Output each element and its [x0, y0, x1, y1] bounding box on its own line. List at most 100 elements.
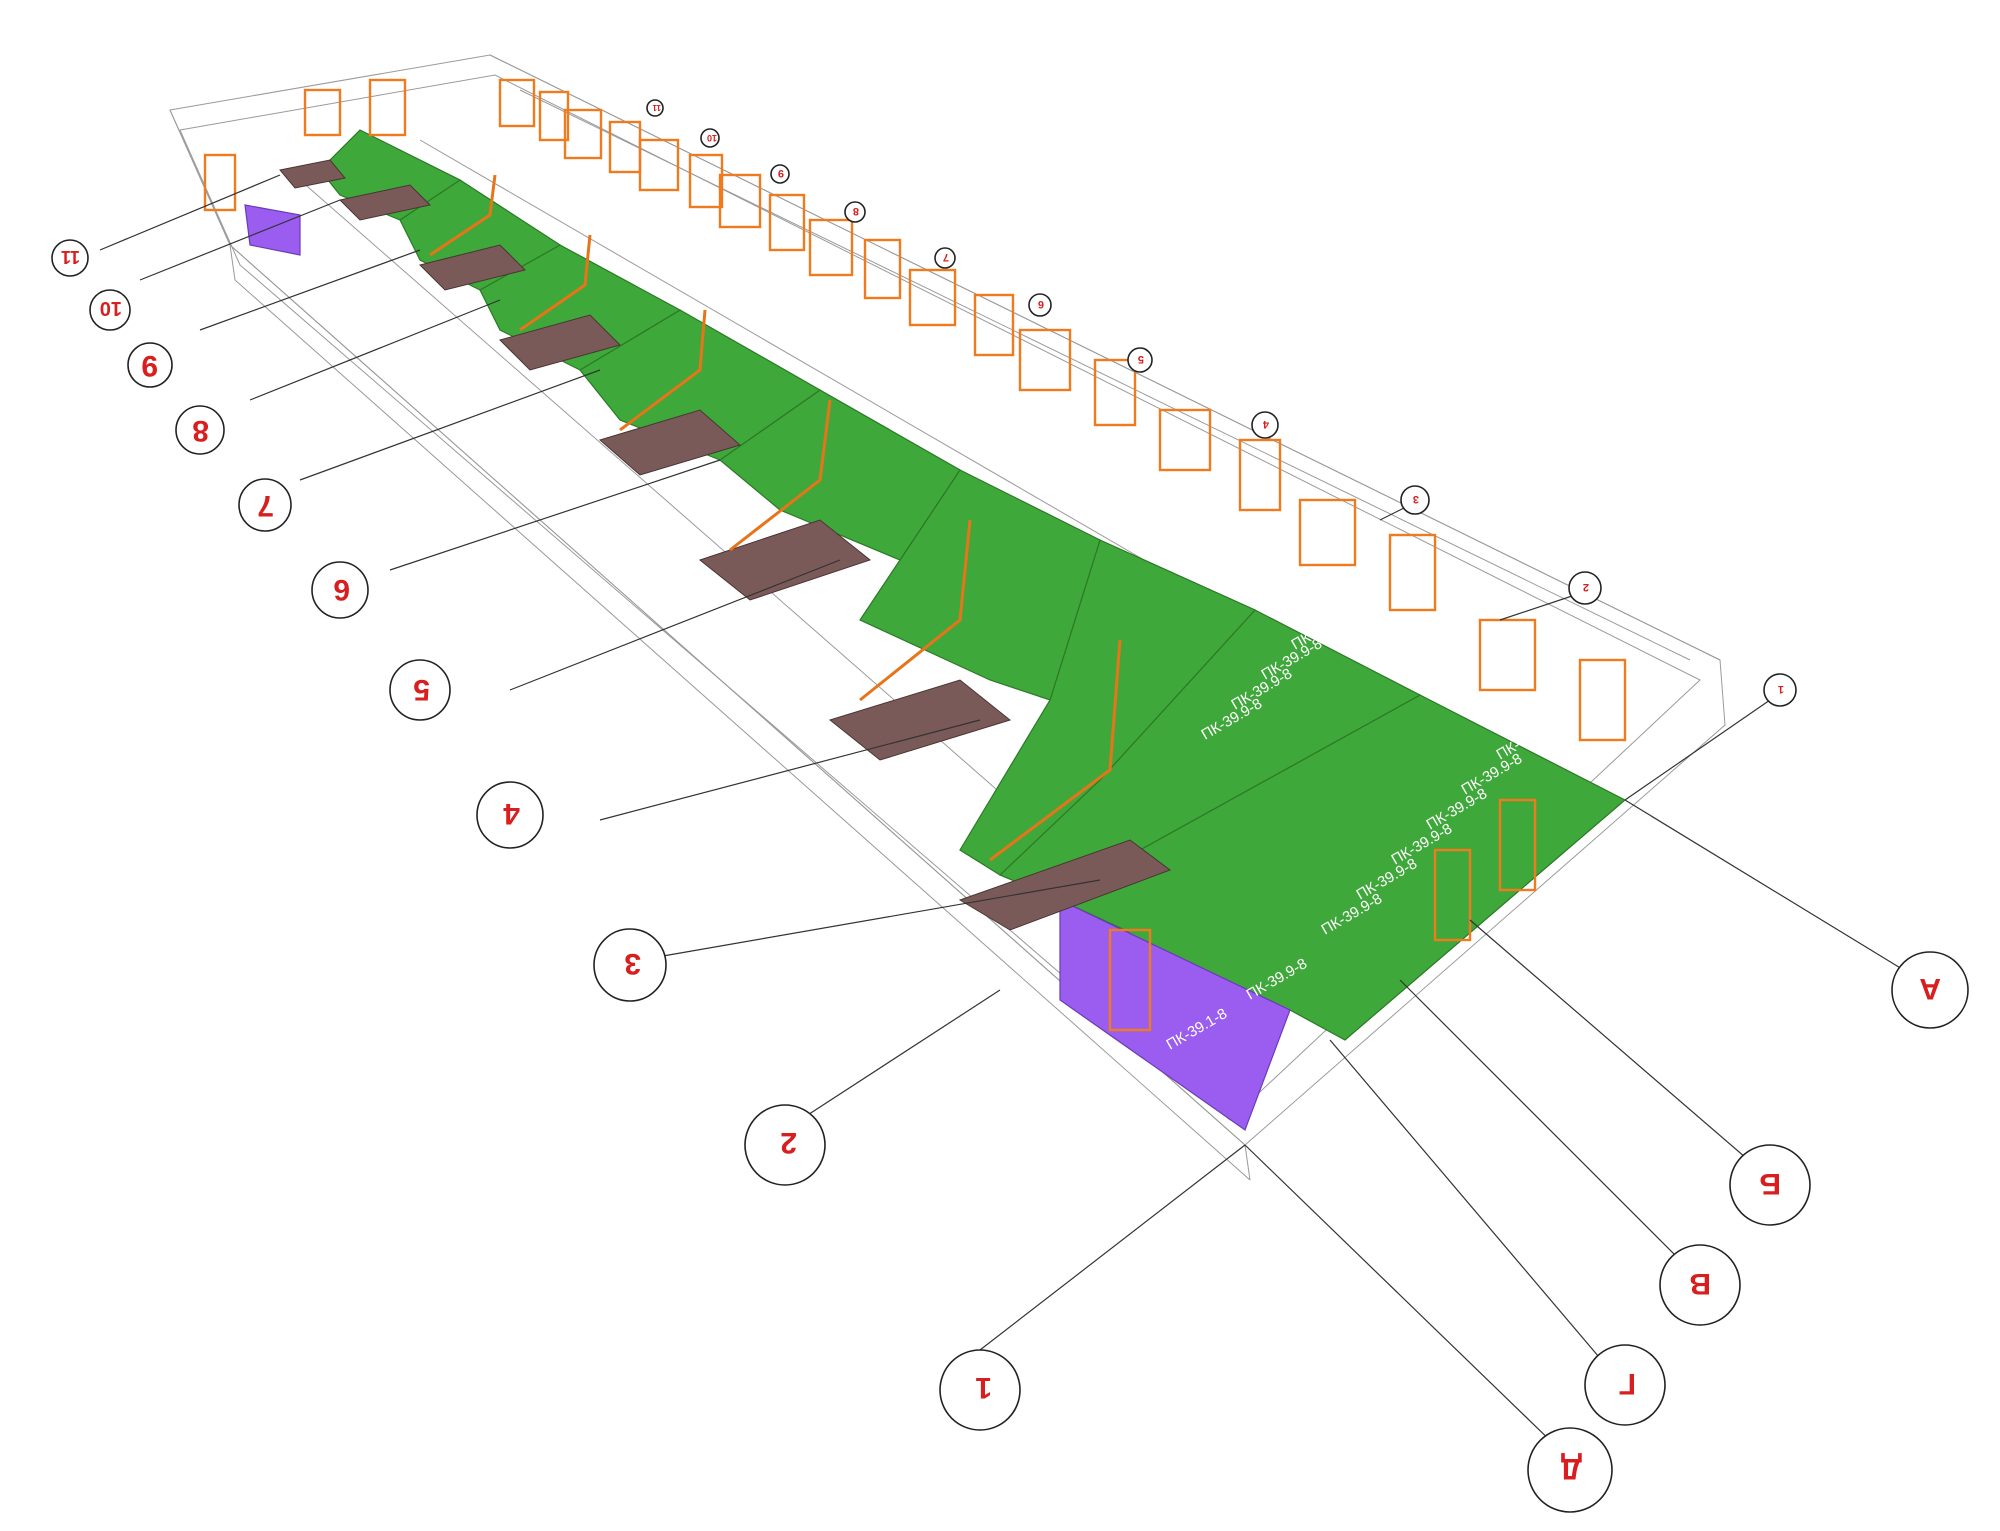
top-bubble-5: 5 [1127, 347, 1153, 373]
svg-text:5: 5 [413, 673, 430, 706]
svg-text:9: 9 [778, 167, 784, 179]
window-18 [608, 120, 642, 174]
grid-bubble-6: 6 [311, 561, 369, 619]
top-bubble-8: 8 [844, 201, 866, 223]
grid-bubble-11: 11 [51, 239, 89, 277]
svg-text:10: 10 [707, 133, 717, 143]
svg-text:Д: Д [1561, 1452, 1582, 1485]
window-4 [1388, 533, 1437, 612]
grid-bubble-1: 1 [939, 1349, 1021, 1431]
top-bubble-6: 6 [1028, 293, 1052, 317]
window-3 [1298, 498, 1357, 567]
grid-bubble-G: Г [1584, 1344, 1666, 1426]
stair-3 [698, 519, 872, 601]
window-7 [1018, 328, 1072, 392]
svg-text:2: 2 [780, 1126, 797, 1159]
window-2 [1578, 658, 1627, 742]
svg-text:А: А [1919, 972, 1941, 1005]
grid-bubble-3: 3 [593, 928, 667, 1002]
svg-text:4: 4 [503, 797, 520, 830]
grid-bubble-4: 4 [476, 781, 544, 849]
building-wireframe [169, 54, 1726, 1181]
stair-2 [828, 679, 1012, 761]
stair-railing-6 [429, 174, 497, 257]
svg-text:9: 9 [141, 349, 158, 382]
window-23 [203, 153, 237, 212]
slab-special-purple [1059, 899, 1291, 1131]
window-door-3 [1108, 928, 1152, 1032]
window-20 [538, 90, 570, 142]
svg-text:6: 6 [333, 573, 350, 606]
grid-bubble-D: Д [1527, 1427, 1613, 1513]
svg-text:6: 6 [1038, 298, 1044, 310]
svg-text:8: 8 [192, 414, 209, 447]
window-door-1 [1433, 848, 1472, 942]
svg-text:Г: Г [1619, 1367, 1636, 1400]
grid-bubble-V: В [1659, 1244, 1741, 1326]
window-11 [808, 218, 854, 277]
svg-text:Б: Б [1759, 1167, 1781, 1200]
top-bubble-1: 1 [1763, 673, 1797, 707]
grid-bubble-9: 9 [127, 342, 173, 388]
grid-bubble-10: 10 [89, 289, 131, 331]
stair-railing-4 [619, 309, 707, 432]
window-10 [973, 293, 1015, 357]
top-bubble-7: 7 [934, 247, 956, 269]
top-bubble-11: 11 [646, 99, 664, 117]
stair-railing-3 [729, 399, 832, 552]
top-bubble-3: 3 [1400, 485, 1430, 515]
grid-bubble-A: А [1891, 951, 1969, 1029]
window-1 [1478, 618, 1537, 692]
grid-leaders [99, 174, 1921, 1451]
svg-text:7: 7 [257, 489, 274, 522]
top-bubble-10: 10 [700, 128, 720, 148]
svg-text:2: 2 [1583, 581, 1589, 593]
svg-text:11: 11 [61, 247, 80, 267]
top-bubble-2: 2 [1568, 571, 1602, 605]
stairs [279, 159, 1172, 931]
svg-text:10: 10 [100, 297, 122, 319]
window-8 [1093, 358, 1137, 427]
top-bubble-4: 4 [1251, 411, 1279, 439]
svg-text:3: 3 [624, 947, 641, 980]
stair-5 [499, 314, 621, 371]
window-9 [908, 268, 957, 327]
svg-text:4: 4 [1262, 418, 1269, 430]
svg-text:5: 5 [1138, 353, 1144, 365]
svg-text:3: 3 [1413, 493, 1419, 505]
svg-text:1: 1 [975, 1371, 992, 1404]
window-17 [563, 108, 603, 160]
grid-bubble-5: 5 [389, 659, 451, 721]
stair-railing-5 [519, 234, 592, 332]
stair-railing-2 [859, 519, 972, 702]
window-21 [303, 88, 342, 137]
window-6 [1238, 438, 1282, 512]
stair-6 [419, 244, 526, 291]
slab-special-purple-top [244, 204, 301, 256]
grid-bubble-8: 8 [175, 405, 225, 455]
window-door-2 [1498, 798, 1537, 892]
svg-text:8: 8 [853, 205, 859, 217]
windows [203, 78, 1627, 1032]
grid-bubble-B: Б [1729, 1144, 1811, 1226]
stair-4 [598, 409, 742, 476]
stair-7 [338, 184, 432, 221]
svg-text:В: В [1689, 1267, 1711, 1300]
window-16 [688, 153, 724, 209]
svg-text:11: 11 [652, 103, 661, 112]
grid-bubble-7: 7 [238, 478, 292, 532]
window-13 [718, 173, 762, 229]
window-12 [863, 238, 902, 300]
stair-8 [279, 159, 346, 189]
window-22 [368, 78, 407, 137]
window-5 [1158, 408, 1212, 472]
stair-1 [958, 839, 1172, 931]
svg-text:7: 7 [943, 251, 949, 263]
window-19 [498, 78, 536, 128]
window-14 [768, 193, 806, 252]
top-bubble-9: 9 [770, 164, 790, 184]
stair-railing-1 [989, 639, 1122, 862]
window-15 [638, 138, 680, 192]
grid-bubble-2: 2 [744, 1104, 826, 1186]
